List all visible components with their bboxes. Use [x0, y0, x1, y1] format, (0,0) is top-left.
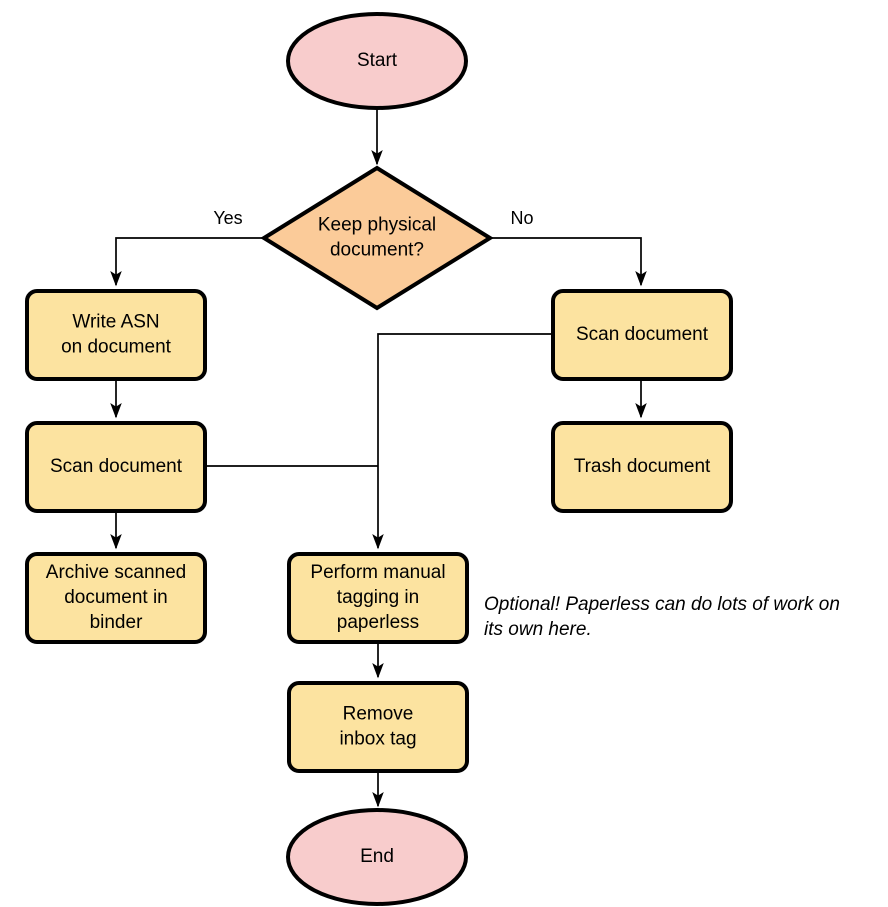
edges-layer — [110, 110, 647, 808]
node-end[interactable]: End — [286, 808, 468, 906]
node-shape-rect — [25, 289, 207, 381]
node-start[interactable]: Start — [286, 12, 468, 110]
node-label-start: Start — [357, 50, 398, 71]
edge-decision-yes-to-write-asn — [110, 237, 264, 287]
node-trash-document[interactable]: Trash document — [551, 421, 733, 513]
edge-label-decision-no-to-scan-right: No — [510, 208, 533, 228]
node-shape-ellipse — [286, 808, 468, 906]
node-shape-rect — [287, 681, 469, 773]
node-scan-document-left[interactable]: Scan document — [25, 421, 207, 513]
node-label-trash-document: Trash document — [574, 456, 711, 477]
node-shape-rect — [551, 421, 733, 513]
node-shape-rect — [287, 552, 469, 644]
node-scan-document-right[interactable]: Scan document — [551, 289, 733, 381]
node-shape-rect — [25, 552, 207, 644]
node-label-scan-document-right: Scan document — [576, 324, 709, 345]
node-shape-rect — [551, 289, 733, 381]
node-shape-diamond — [260, 165, 494, 311]
node-label-end: End — [360, 846, 394, 867]
node-shape-ellipse — [286, 12, 468, 110]
annotation-optional-note: Optional! Paperless can do lots of work … — [484, 594, 840, 640]
edge-labels-layer: Yes No — [213, 208, 533, 228]
edge-decision-no-to-scan-right — [490, 237, 647, 287]
node-shape-rect — [25, 421, 207, 513]
node-label-scan-document-left: Scan document — [50, 456, 183, 477]
annotations-layer: Optional! Paperless can do lots of work … — [484, 594, 840, 640]
edge-label-decision-yes-to-write-asn: Yes — [213, 208, 242, 228]
edge-scan-right-to-manual-tagging — [372, 333, 553, 550]
